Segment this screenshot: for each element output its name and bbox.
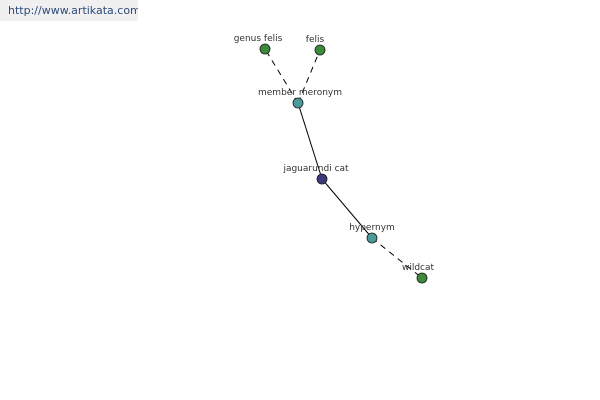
edge-jaguarundi-cat-to-member-meronym — [297, 102, 323, 180]
node-jaguarundi-cat[interactable]: jaguarundi cat — [282, 164, 349, 185]
node-circle-wildcat[interactable] — [416, 272, 428, 284]
node-genus-felis[interactable]: genus felis — [234, 34, 283, 55]
edge-member-meronym-to-felis — [297, 49, 321, 104]
node-label-genus-felis: genus felis — [234, 34, 283, 44]
node-wildcat[interactable]: wildcat — [402, 263, 435, 284]
node-label-wildcat: wildcat — [402, 263, 435, 273]
node-label-felis: felis — [306, 35, 325, 45]
node-circle-felis[interactable] — [314, 44, 326, 56]
node-hypernym[interactable]: hypernym — [349, 223, 395, 244]
edge-jaguarundi-cat-to-hypernym — [321, 178, 373, 239]
node-circle-member-meronym[interactable] — [292, 97, 304, 109]
node-member-meronym[interactable]: member meronym — [258, 88, 342, 109]
nodes-layer: genus felis felis member meronym jaguarundi… — [234, 34, 435, 284]
node-circle-hypernym[interactable] — [366, 232, 378, 244]
url-banner[interactable]: http://www.artikata.com — [0, 0, 138, 21]
edges-layer — [264, 48, 423, 279]
node-label-hypernym: hypernym — [349, 223, 395, 233]
node-circle-genus-felis[interactable] — [259, 43, 271, 55]
node-label-member-meronym: member meronym — [258, 88, 342, 98]
node-circle-jaguarundi-cat[interactable] — [316, 173, 328, 185]
node-felis[interactable]: felis — [306, 35, 326, 56]
node-label-jaguarundi-cat: jaguarundi cat — [282, 164, 349, 174]
